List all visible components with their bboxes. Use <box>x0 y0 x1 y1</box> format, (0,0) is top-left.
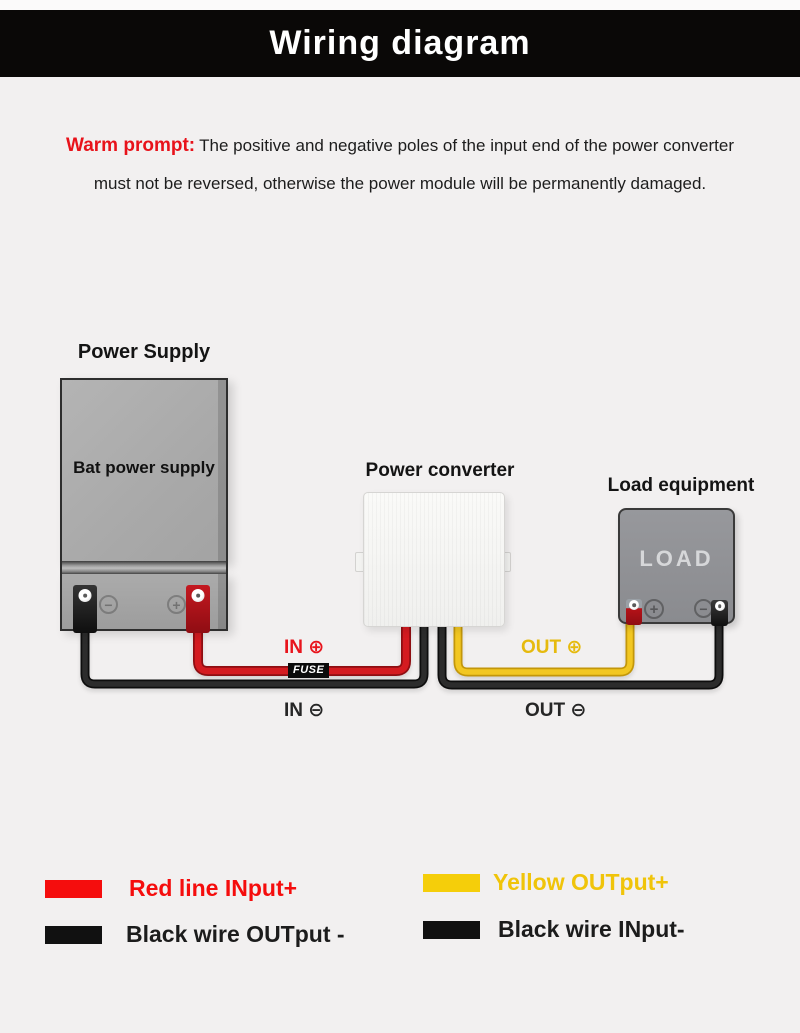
black-wire-swatch <box>423 920 480 939</box>
legend-label: Red line INput+ <box>129 875 298 901</box>
red-wire-swatch <box>45 879 102 898</box>
top-strip <box>0 0 800 10</box>
warning-text-1: The positive and negative poles of the i… <box>199 136 735 155</box>
label-out-positive: OUT ⊕ <box>521 637 583 658</box>
battery-positive-emboss-icon: + <box>167 595 186 614</box>
battery-body-label: Bat power supply <box>73 458 215 477</box>
warning-block: Warm prompt:The positive and negative po… <box>0 136 800 212</box>
battery-negative-terminal <box>73 585 97 633</box>
warning-label: Warm prompt: <box>65 135 196 156</box>
legend-label: Black wire INput- <box>498 916 685 942</box>
load-negative-terminal <box>711 600 728 626</box>
battery-groove <box>60 561 228 574</box>
battery-negative-emboss-icon: − <box>99 595 118 614</box>
warning-line-2: must not be reversed, otherwise the powe… <box>93 174 707 193</box>
wire-output-positive <box>453 610 635 677</box>
battery-body: Bat power supply <box>60 378 228 563</box>
load-positive-terminal <box>626 599 642 625</box>
black-wire-swatch <box>45 925 102 944</box>
label-in-negative: IN ⊖ <box>284 700 325 721</box>
load-positive-emboss-icon: + <box>644 599 664 619</box>
screw-hole-icon <box>714 601 725 611</box>
power-supply-title: Power Supply <box>77 341 211 363</box>
legend-item-black-input: Black wire INput- <box>423 916 685 943</box>
legend-label: Black wire OUTput - <box>126 921 345 947</box>
legend-item-black-output: Black wire OUTput - <box>45 921 345 948</box>
converter-body <box>363 492 505 627</box>
yellow-wire-swatch <box>423 873 480 892</box>
warning-line-1: Warm prompt:The positive and negative po… <box>0 136 800 156</box>
legend-item-red-input: Red line INput+ <box>45 875 297 902</box>
legend-item-yellow-output: Yellow OUTput+ <box>423 869 669 896</box>
screw-hole-icon <box>191 589 205 602</box>
label-out-negative: OUT ⊖ <box>525 700 587 721</box>
load-negative-emboss-icon: − <box>694 599 713 618</box>
fuse-badge: FUSE <box>288 663 330 678</box>
power-converter-title: Power converter <box>365 460 515 481</box>
load-body-label: LOAD <box>639 546 714 571</box>
page-title: Wiring diagram <box>269 24 531 62</box>
load-equipment-title: Load equipment <box>607 475 755 496</box>
battery-positive-terminal <box>186 585 210 633</box>
screw-hole-icon <box>78 589 92 602</box>
header-bar: Wiring diagram <box>0 10 800 77</box>
wire-output-negative <box>437 610 724 690</box>
screw-hole-icon <box>629 600 639 610</box>
wire-input-negative <box>80 595 429 689</box>
legend-label: Yellow OUTput+ <box>493 869 669 895</box>
label-in-positive: IN ⊕ <box>284 637 325 658</box>
